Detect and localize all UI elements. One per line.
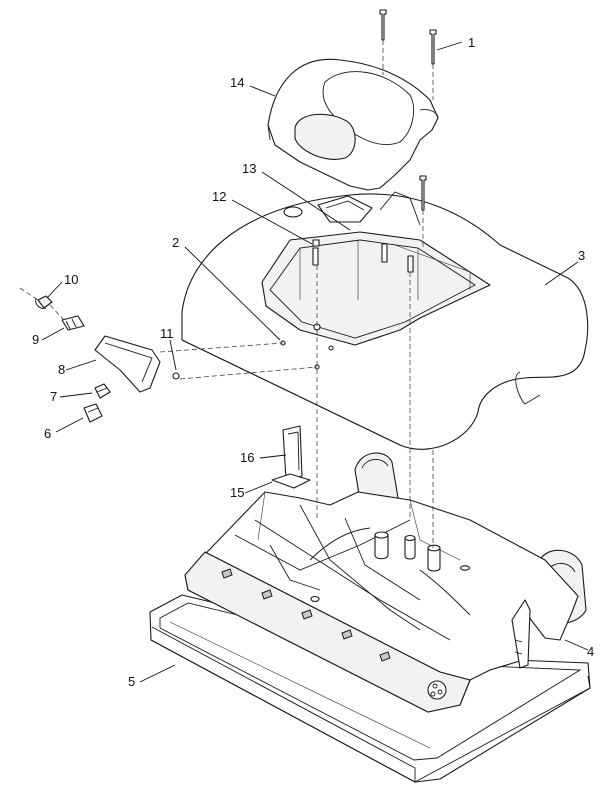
callout-1: 1	[468, 35, 475, 50]
callout-7: 7	[50, 389, 57, 404]
part-16-bracket	[282, 425, 303, 481]
part-6-nozzle	[83, 403, 103, 423]
part-12-fastener	[312, 239, 320, 247]
callout-2: 2	[172, 235, 179, 250]
callout-14: 14	[230, 75, 244, 90]
callout-10: 10	[64, 272, 78, 287]
part-15-plate	[271, 473, 311, 489]
part-4-chassis-frame	[184, 452, 587, 713]
part-1-screws	[379, 9, 437, 211]
leader-lines	[41, 41, 589, 683]
callout-13: 13	[242, 161, 256, 176]
callout-labels: 1 2 3 4 5 6 7 8 9 10 11 12 13 14 15 16	[32, 35, 594, 689]
part-14-top-lid	[267, 58, 439, 191]
callout-15: 15	[230, 485, 244, 500]
callout-8: 8	[58, 362, 65, 377]
part-7-fitting	[94, 383, 111, 399]
part-8-bracket	[94, 335, 161, 393]
part-10-cap	[35, 295, 53, 309]
callout-5: 5	[128, 674, 135, 689]
part-9-connector	[61, 315, 85, 331]
callout-3: 3	[578, 248, 585, 263]
callout-16: 16	[240, 450, 254, 465]
callout-6: 6	[44, 426, 51, 441]
callout-9: 9	[32, 332, 39, 347]
assembly-lines	[19, 40, 434, 548]
part-3-main-cover	[181, 191, 589, 450]
callout-12: 12	[212, 189, 226, 204]
callout-11: 11	[160, 326, 174, 341]
part-11-pin	[172, 372, 180, 380]
callout-4: 4	[587, 644, 594, 659]
part-13-insert	[317, 195, 373, 223]
